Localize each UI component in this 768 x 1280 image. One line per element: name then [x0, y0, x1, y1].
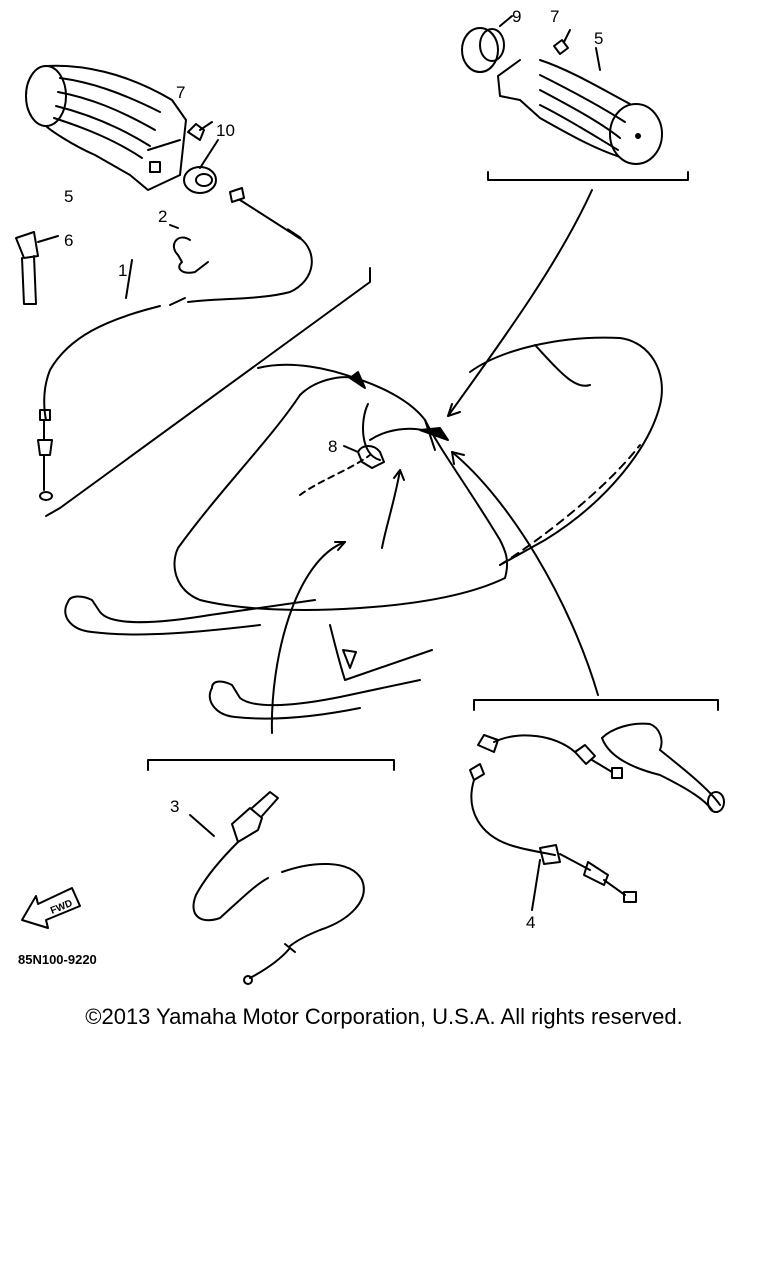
- snowmobile-body: [64, 336, 663, 720]
- fwd-arrow-icon: [21, 887, 81, 929]
- callout-5-right: 5: [594, 29, 603, 48]
- callout-9: 9: [512, 7, 521, 26]
- callout-8: 8: [328, 437, 337, 456]
- bracket-upper-right: [487, 171, 689, 181]
- separator-upper-left: [45, 267, 371, 517]
- callout-2: 2: [158, 207, 167, 226]
- bracket-lower-right: [473, 699, 719, 711]
- grip-left-part: [25, 64, 187, 191]
- grip-right-part: [497, 47, 663, 165]
- callout-7-left: 7: [176, 83, 185, 102]
- callout-10: 10: [216, 121, 235, 140]
- screw-left-part: [187, 121, 213, 141]
- copyright-notice: ©2013 Yamaha Motor Corporation, U.S.A. A…: [85, 1004, 683, 1029]
- clip-part: [169, 224, 209, 274]
- throttle-cable-part: [37, 187, 313, 501]
- screw-right-part: [553, 29, 571, 55]
- key-part: [15, 231, 59, 305]
- bracket-lower-left: [147, 759, 395, 771]
- callout-1: 1: [118, 261, 127, 280]
- callout-3: 3: [170, 797, 179, 816]
- diagram-code: 85N100-9220: [18, 952, 97, 967]
- grip-end-part: [461, 15, 513, 73]
- callout-4: 4: [526, 913, 535, 932]
- starter-cable-part: [189, 791, 365, 985]
- leader-arrows: [257, 189, 599, 734]
- clamp-part: [343, 445, 385, 469]
- brake-lever-part: [601, 722, 725, 813]
- brake-cable-part: [469, 734, 637, 911]
- callout-5-left: 5: [64, 187, 73, 206]
- callout-6: 6: [64, 231, 73, 250]
- washer-part: [183, 139, 219, 194]
- callout-7-right: 7: [550, 7, 559, 26]
